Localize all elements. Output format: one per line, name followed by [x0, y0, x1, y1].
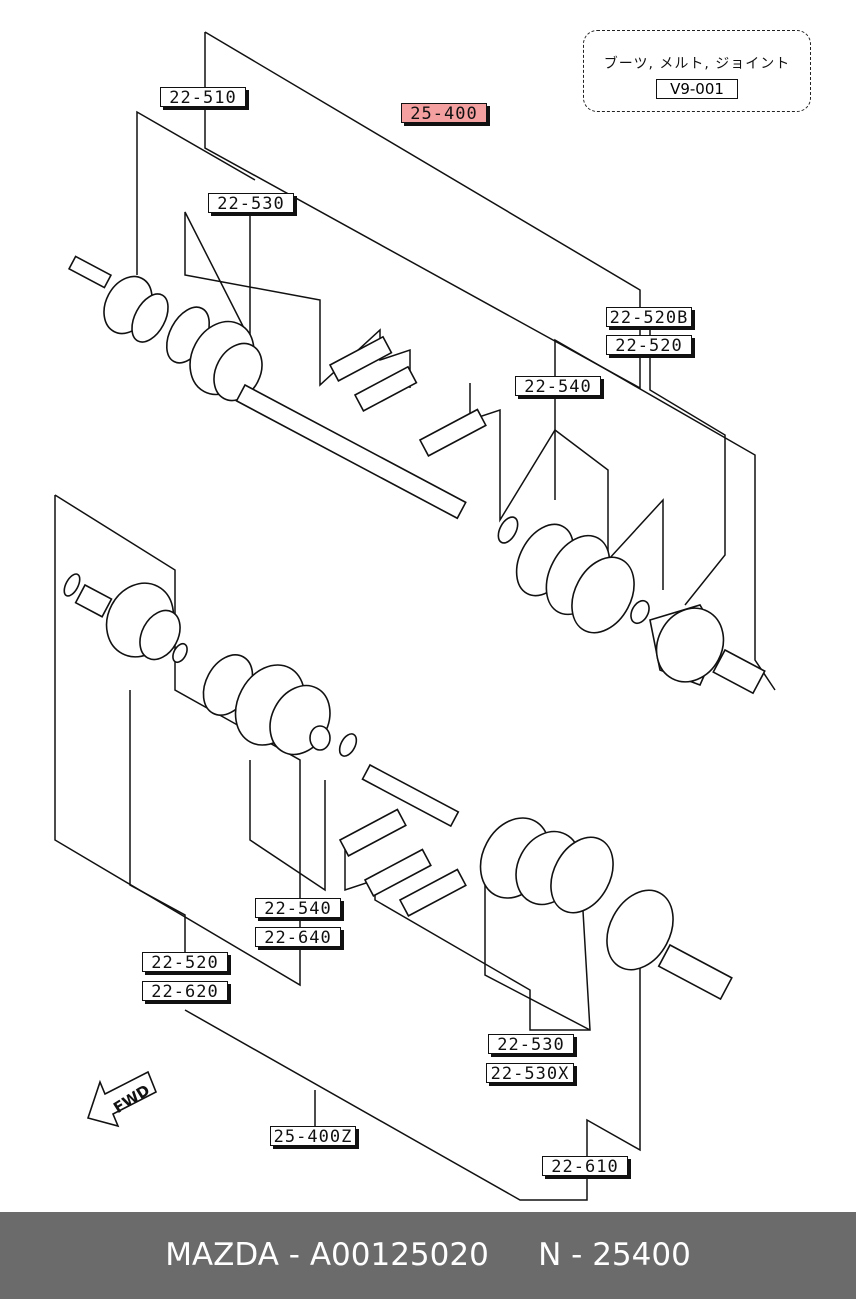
lower-axle: [63, 573, 733, 1001]
label-22-520b[interactable]: 22-520B: [606, 307, 692, 328]
leader-22-540-bot: [129, 690, 186, 955]
label-22-510[interactable]: 22-510: [160, 87, 246, 108]
reference-code[interactable]: V9-001: [656, 79, 738, 99]
leader-22-520-top: [554, 338, 776, 691]
label-25-400-highlighted[interactable]: 25-400: [401, 103, 487, 124]
label-22-530x[interactable]: 22-530X: [486, 1063, 574, 1084]
fwd-arrow-icon: [86, 1070, 158, 1128]
leader-22-510: [136, 110, 256, 275]
upper-axle: [67, 255, 766, 695]
leader-lower-shaft: [484, 880, 591, 1031]
label-22-520-bottom[interactable]: 22-520: [142, 952, 228, 973]
reference-title: ブーツ, メルト, ジョイント: [603, 56, 791, 72]
leader-25-400: [204, 31, 641, 390]
label-22-640[interactable]: 22-640: [255, 927, 341, 948]
label-22-540-top[interactable]: 22-540: [515, 376, 601, 397]
footer-gap: [489, 1237, 538, 1273]
label-22-620[interactable]: 22-620: [142, 981, 228, 1002]
footer-ref: N - 25400: [538, 1237, 691, 1273]
leader-22-530-bot: [344, 840, 591, 1031]
leader-22-520-bot: [54, 494, 301, 987]
leader-22-520b: [649, 330, 726, 606]
label-22-530-top[interactable]: 22-530: [208, 193, 294, 214]
leader-22-530-top: [184, 211, 411, 388]
label-22-610[interactable]: 22-610: [542, 1156, 628, 1177]
footer-brand: MAZDA: [165, 1237, 279, 1273]
reference-box: ブーツ, メルト, ジョイント V9-001: [583, 30, 811, 112]
footer-separator: -: [278, 1237, 310, 1273]
footer-bar: MAZDA - A00125020 N - 25400: [0, 1212, 856, 1299]
label-22-530-bottom[interactable]: 22-530: [488, 1034, 574, 1055]
label-22-520-top[interactable]: 22-520: [606, 335, 692, 356]
exploded-parts-diagram: [54, 31, 776, 1201]
footer-part-number: A00125020: [309, 1237, 489, 1273]
leader-22-640: [249, 760, 326, 892]
label-25-400z[interactable]: 25-400Z: [270, 1126, 356, 1147]
label-22-540-bottom[interactable]: 22-540: [255, 898, 341, 919]
